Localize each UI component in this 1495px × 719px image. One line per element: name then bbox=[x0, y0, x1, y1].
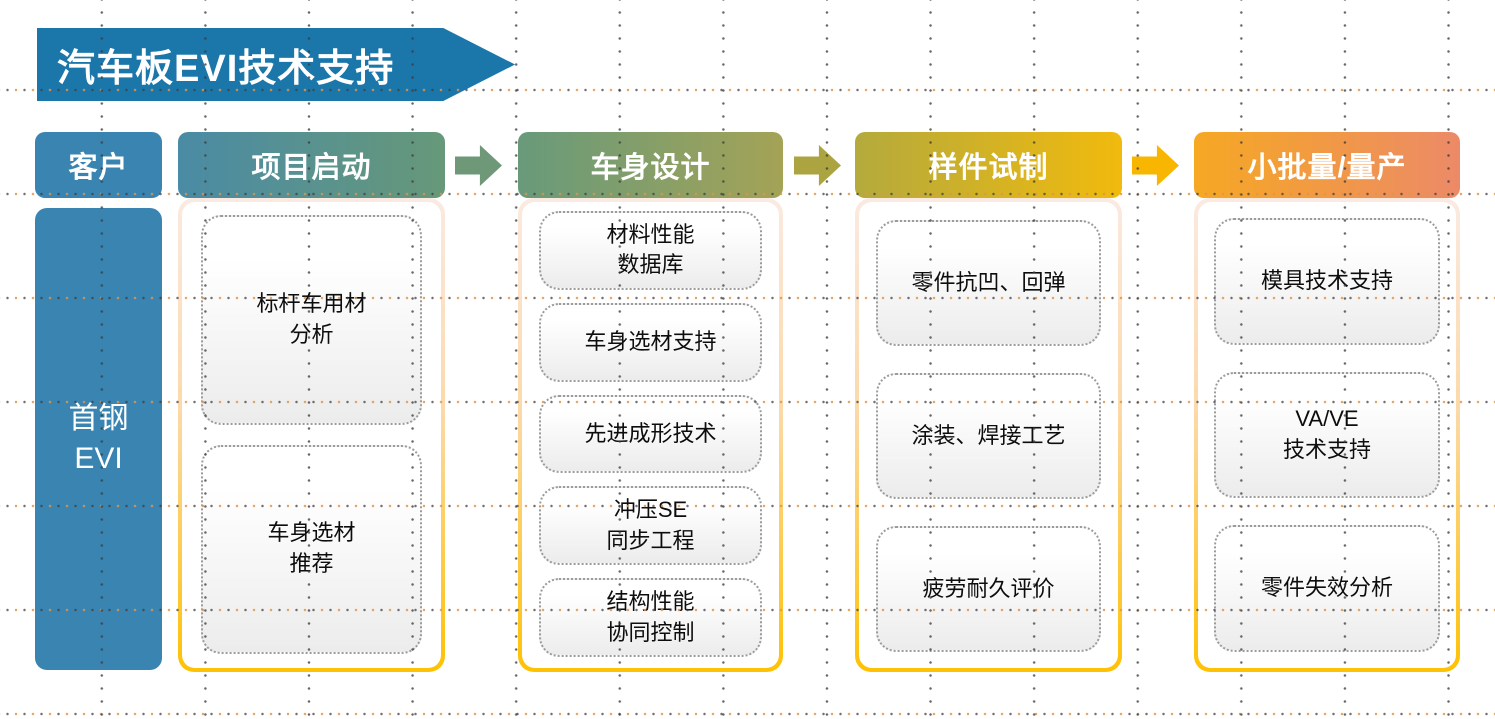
flow-card: 模具技术支持 bbox=[1214, 218, 1440, 345]
flow-card: 车身选材支持 bbox=[539, 302, 762, 382]
stage-header-body-design: 车身设计 bbox=[518, 132, 783, 198]
stage-container-mass-production: 模具技术支持 VA/VE 技术支持 零件失效分析 bbox=[1194, 198, 1460, 672]
stage-header-project-start: 项目启动 bbox=[178, 132, 445, 198]
title-banner: 汽车板EVI技术支持 bbox=[37, 28, 515, 101]
customer-header: 客户 bbox=[35, 132, 162, 198]
stage-container-project-start: 标杆车用材 分析 车身选材 推荐 bbox=[178, 198, 445, 672]
flow-card: VA/VE 技术支持 bbox=[1214, 371, 1440, 499]
stage-header-mass-production: 小批量/量产 bbox=[1194, 132, 1460, 198]
flow-card: 冲压SE 同步工程 bbox=[539, 486, 762, 566]
flow-card: 零件失效分析 bbox=[1214, 525, 1440, 653]
customer-body: 首钢 EVI bbox=[35, 208, 162, 670]
flow-arrow-icon bbox=[1132, 145, 1179, 186]
stage-container-body-design: 材料性能 数据库 车身选材支持 先进成形技术 冲压SE 同步工程 结构性能 协同… bbox=[518, 198, 783, 672]
flow-card: 材料性能 数据库 bbox=[539, 211, 762, 290]
flow-card: 标杆车用材 分析 bbox=[201, 215, 422, 425]
stage-card-list: 零件抗凹、回弹 涂装、焊接工艺 疲劳耐久评价 bbox=[859, 202, 1118, 668]
flow-card: 结构性能 协同控制 bbox=[539, 578, 762, 657]
stage-card-list: 模具技术支持 VA/VE 技术支持 零件失效分析 bbox=[1198, 202, 1456, 668]
flow-card: 零件抗凹、回弹 bbox=[876, 220, 1101, 346]
flow-arrow-icon bbox=[794, 145, 841, 186]
stage-card-list: 标杆车用材 分析 车身选材 推荐 bbox=[182, 202, 441, 668]
flow-card: 涂装、焊接工艺 bbox=[876, 373, 1101, 499]
stage-header-sample-trial: 样件试制 bbox=[855, 132, 1122, 198]
page-title: 汽车板EVI技术支持 bbox=[57, 48, 395, 90]
stage-card-list: 材料性能 数据库 车身选材支持 先进成形技术 冲压SE 同步工程 结构性能 协同… bbox=[522, 202, 779, 668]
stage-container-sample-trial: 零件抗凹、回弹 涂装、焊接工艺 疲劳耐久评价 bbox=[855, 198, 1122, 672]
flow-card: 车身选材 推荐 bbox=[201, 444, 422, 654]
flow-card: 先进成形技术 bbox=[539, 394, 762, 474]
flow-arrow-icon bbox=[455, 145, 502, 186]
flow-card: 疲劳耐久评价 bbox=[876, 526, 1101, 652]
